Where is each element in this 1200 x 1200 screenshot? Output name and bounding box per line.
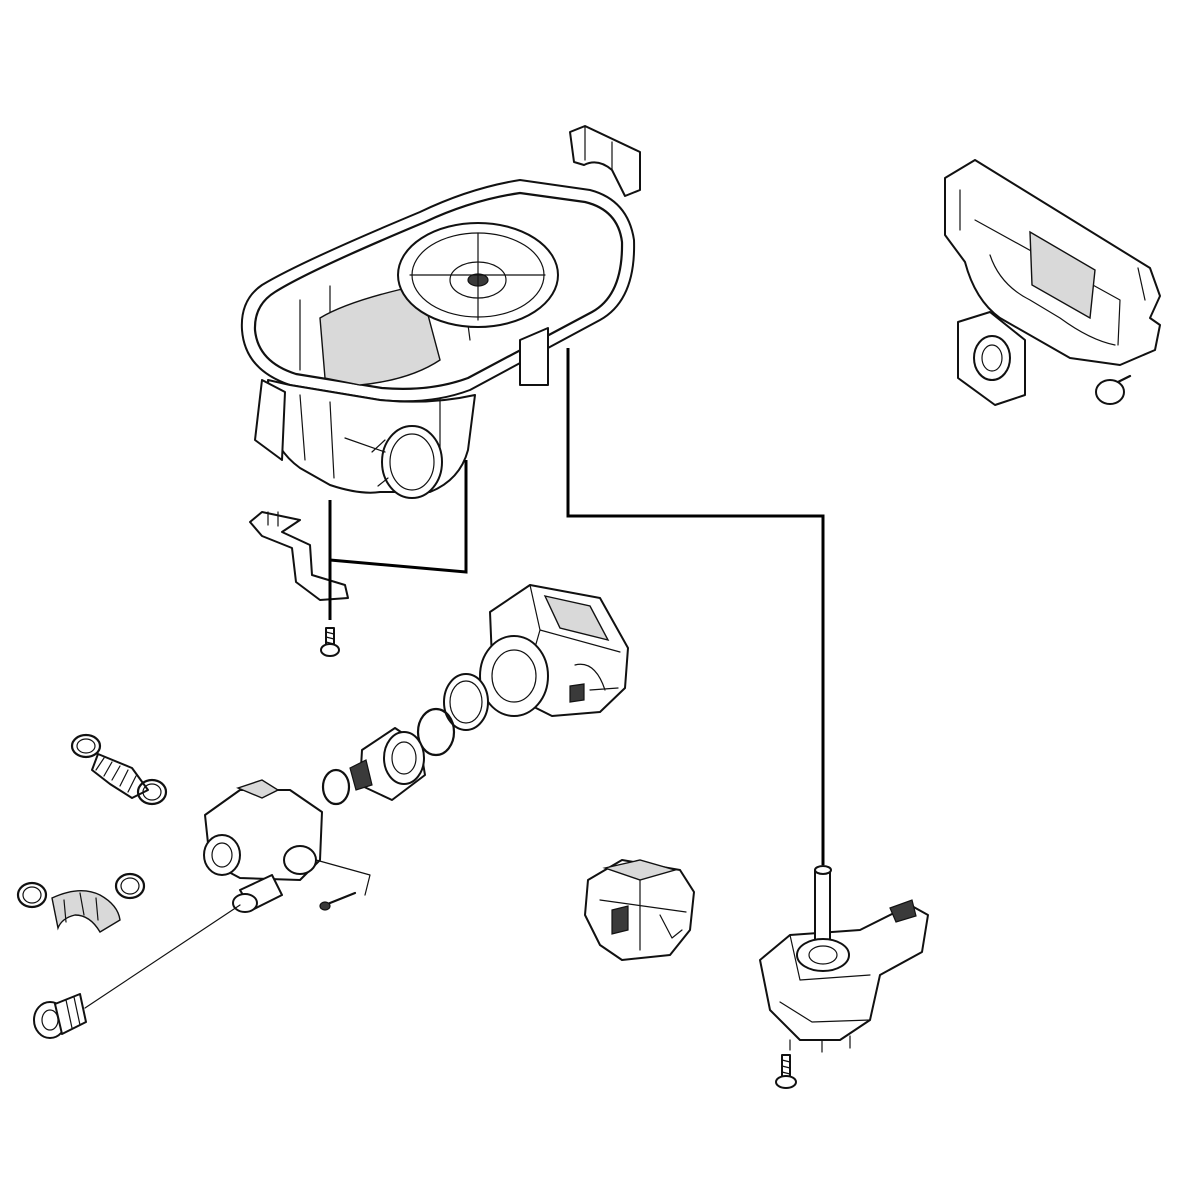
drain-pump-housing xyxy=(203,779,323,913)
drain-plug-leader-line xyxy=(84,904,241,1009)
diverter-motor xyxy=(584,859,695,961)
drain-connector-plug xyxy=(33,993,87,1039)
pump-clamp-ring xyxy=(443,673,489,731)
sump-outlet-port xyxy=(344,425,443,499)
leader-drain-pump-screw xyxy=(315,859,371,896)
circulation-pump-heater xyxy=(479,584,629,717)
leader-sump-to-bracket xyxy=(329,460,468,574)
pump-o-ring-large xyxy=(416,707,456,757)
corrugated-hose xyxy=(91,753,149,799)
bracket-screw xyxy=(320,627,340,657)
impeller-housing xyxy=(349,727,426,801)
float-bracket-assembly xyxy=(944,159,1161,366)
elbow-hose-clamp-left xyxy=(16,881,48,909)
mounting-bracket xyxy=(249,511,349,601)
elbow-hose xyxy=(51,890,121,933)
float-bracket-pin xyxy=(1095,374,1132,405)
leader-sump-to-diverter-valve xyxy=(566,348,825,865)
drain-pump-screw xyxy=(319,891,357,911)
drain-hose-clamp-upper-right xyxy=(136,778,168,806)
retaining-clip xyxy=(569,125,641,197)
diverter-valve-assembly xyxy=(759,865,929,1053)
sump-housing xyxy=(240,179,636,499)
float-bracket-mount-plate xyxy=(957,311,1026,406)
drain-hose-clamp-upper-left xyxy=(70,733,102,759)
pump-o-ring-small xyxy=(321,768,351,806)
leader-lines xyxy=(315,348,825,896)
elbow-hose-clamp-right xyxy=(114,872,146,900)
diverter-screw xyxy=(775,1054,797,1089)
